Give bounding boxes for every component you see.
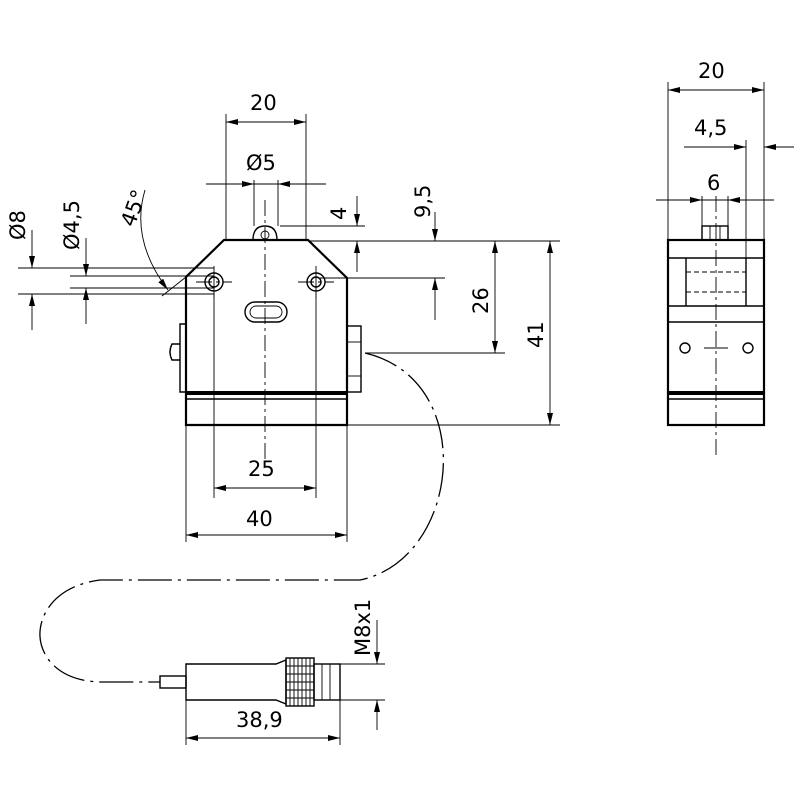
dim-38-9-label: 38,9 [236,708,283,732]
side-hole-left [679,342,691,354]
dimension-lines [29,119,553,538]
base-band [186,391,347,395]
dim-40-label: 40 [246,507,273,531]
knurled-nut [285,657,315,707]
dim-9-5-label: 9,5 [411,185,435,218]
side-hole-right [742,342,754,354]
dim-dia8-label: Ø8 [6,210,30,240]
side-view [666,196,766,458]
dim-45deg-label: 45° [116,187,151,230]
cable-gland [346,325,362,393]
dim-4-label: 4 [327,207,351,220]
dim-dia5-label: Ø5 [246,151,276,175]
extension-lines [18,114,560,542]
front-view [169,200,362,470]
dim-dia4-5-label: Ø4,5 [60,200,84,250]
plunger [252,225,278,241]
side-dim-4-5-label: 4,5 [694,116,727,140]
dimension-labels: 20 Ø5 4 9,5 26 41 Ø8 Ø4,5 45° 25 40 [6,91,548,531]
side-dim-20-label: 20 [698,59,725,83]
side-dim-6-label: 6 [707,171,720,195]
dim-26-label: 26 [469,287,493,314]
m8-connector: 38,9 M8x1 [159,599,385,745]
side-dimension-lines: 20 4,5 6 [656,59,794,258]
dim-25-label: 25 [248,457,275,481]
led-slot [244,301,288,323]
side-plunger [701,225,729,241]
cable [39,352,445,683]
side-cover-left [179,323,186,393]
dim-m8x1-label: M8x1 [351,599,375,656]
dim-41-label: 41 [524,321,548,348]
housing-outline [184,238,349,427]
dim-20-label: 20 [250,91,277,115]
